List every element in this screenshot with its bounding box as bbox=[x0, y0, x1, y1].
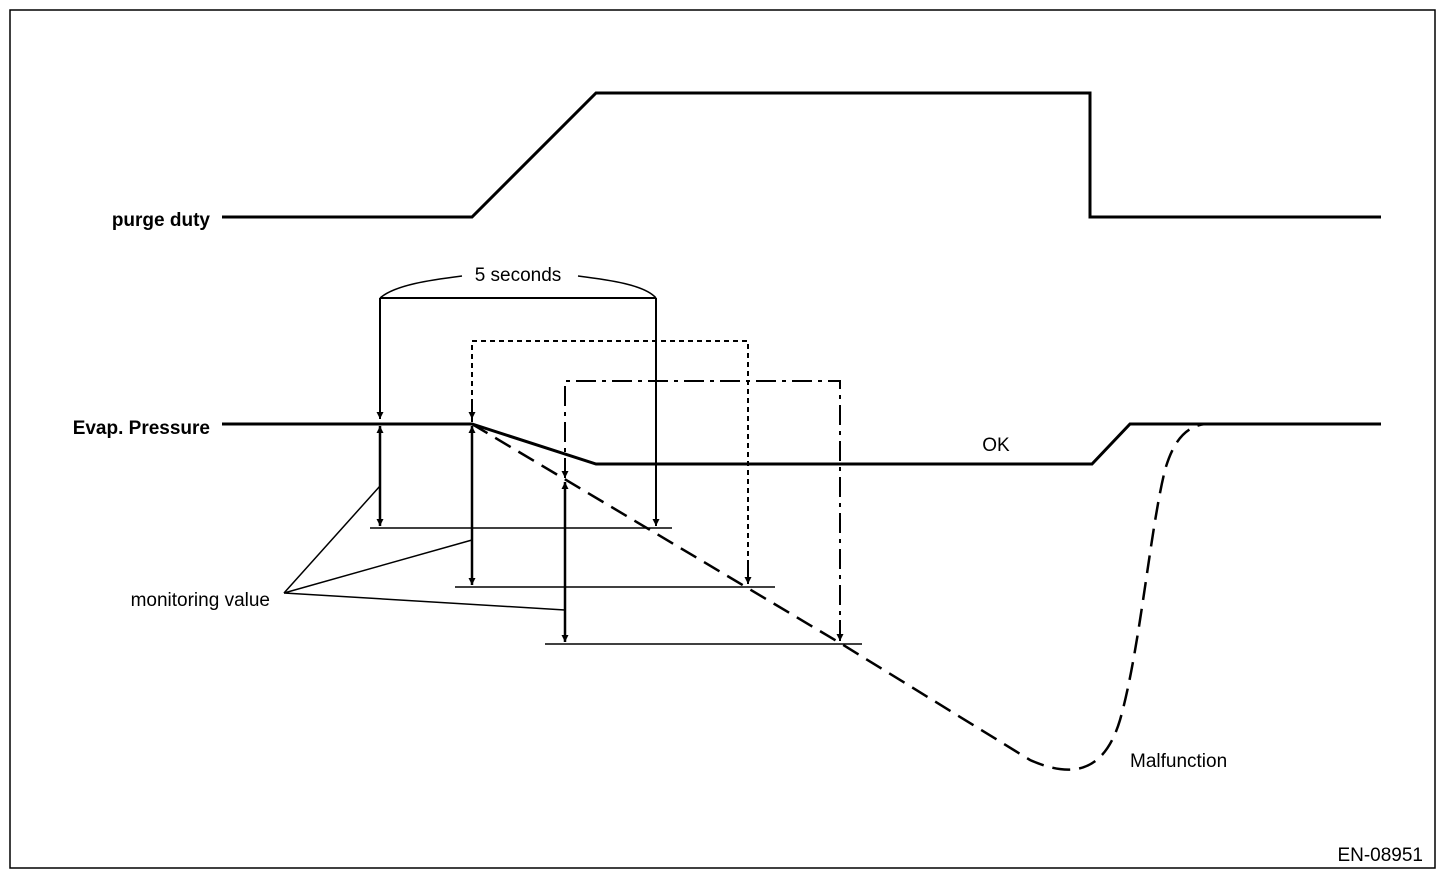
purge-duty-signal bbox=[222, 91, 1381, 219]
bracket-2 bbox=[471, 340, 749, 586]
ok-label: OK bbox=[982, 435, 1010, 456]
purge-duty-label: purge duty bbox=[112, 210, 211, 231]
five-seconds-brace-right bbox=[577, 275, 657, 299]
bracket-3 bbox=[564, 380, 841, 643]
leader-line-2 bbox=[283, 539, 473, 594]
leader-line-1 bbox=[283, 485, 381, 594]
malfunction-label: Malfunction bbox=[1130, 751, 1227, 772]
monitoring-value-label: monitoring value bbox=[131, 590, 270, 611]
diagram-frame bbox=[9, 9, 1436, 869]
five-seconds-brace bbox=[379, 275, 463, 299]
leader-line-3 bbox=[283, 592, 566, 611]
figure-code: EN-08951 bbox=[1337, 845, 1423, 866]
five-seconds-label: 5 seconds bbox=[475, 265, 562, 286]
evap-pressure-label: Evap. Pressure bbox=[73, 418, 210, 439]
evap-pressure-ok-curve bbox=[222, 422, 1381, 466]
evap-pressure-malfunction-curve bbox=[471, 422, 1206, 771]
